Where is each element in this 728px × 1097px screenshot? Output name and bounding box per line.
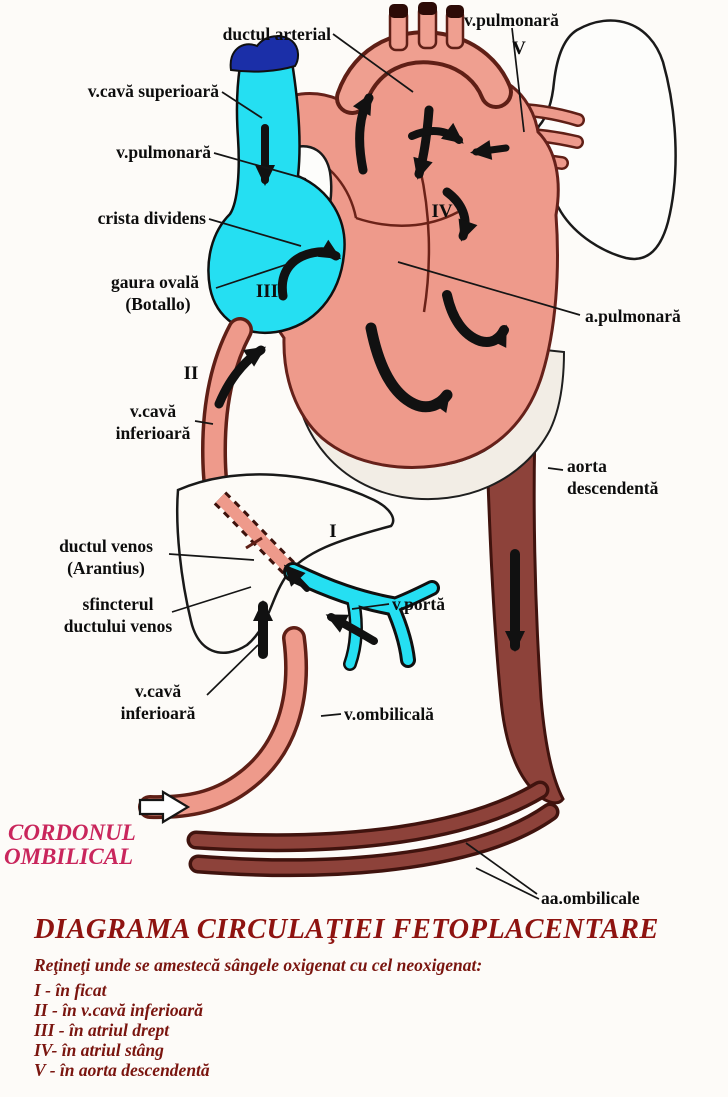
mixing-point-numerals: V IV III II I	[184, 38, 527, 542]
flow-arrow-arch-down	[413, 105, 434, 180]
flow-arrow-pulmonary-vein	[470, 140, 510, 160]
label-v-ombilicala: v.ombilicală	[344, 704, 434, 724]
label-v-cava-inf-lower-1: v.cavă	[135, 681, 181, 701]
umbilical-vein	[138, 626, 308, 820]
flow-arrows	[214, 92, 525, 659]
flow-arrow-ascending-aorta	[352, 92, 374, 175]
diagram-title: DIAGRAMA CIRCULAŢIEI FETOPLACENTARE	[34, 914, 659, 945]
flow-arrow-right-atrium	[442, 187, 478, 242]
label-v-pulmonara-left: v.pulmonară	[116, 142, 211, 162]
label-ductul-venos-1: ductul venos	[59, 536, 153, 556]
legend-item-4: IV- în atriul stâng	[34, 1040, 164, 1060]
label-v-cava-inf-upper-2: inferioară	[116, 423, 191, 443]
label-a-pulmonara: a.pulmonară	[585, 306, 681, 326]
vena-cava-inferioara-vessel	[200, 317, 253, 507]
anatomy-labels: ductul arterial v.pulmonară v.cavă super…	[4, 10, 681, 908]
flow-arrow-portal	[325, 613, 378, 645]
label-sfincter-2: ductului venos	[64, 616, 173, 636]
cord-flow-arrow	[138, 790, 191, 824]
label-cordonul-line2: OMBILICAL	[4, 844, 133, 869]
label-aorta-2: descendentă	[567, 478, 659, 498]
legend-intro: Reţineţi unde se amestecă sângele oxigen…	[34, 955, 483, 975]
aortic-arch	[335, 2, 513, 115]
flow-arrow-foramen-ovale	[277, 239, 342, 301]
ductus-venosus	[213, 491, 300, 579]
leader-lines	[168, 27, 581, 900]
legend-item-3: III - în atriul drept	[34, 1020, 170, 1040]
numeral-v: V	[512, 38, 526, 59]
label-v-pulmonara-top: v.pulmonară	[464, 10, 559, 30]
flow-arrow-ivc	[214, 345, 266, 409]
flow-arrow-ductus-arterial	[408, 122, 464, 144]
label-v-porta: v.portă	[392, 594, 445, 614]
legend-item-2: II - în v.cavă inferioară	[34, 1000, 203, 1020]
flow-arrow-ductus-venosus	[283, 564, 310, 592]
legend-list: I - în ficat II - în v.cavă inferioară I…	[34, 980, 720, 1080]
label-v-cava-inf-upper-1: v.cavă	[130, 401, 176, 421]
caption-block: DIAGRAMA CIRCULAŢIEI FETOPLACENTARE Reţi…	[34, 914, 720, 1080]
numeral-ii: II	[184, 363, 199, 384]
label-sfincter-1: sfincterul	[83, 594, 154, 614]
label-aa-ombilicale: aa.ombilicale	[541, 888, 640, 908]
numeral-i: I	[329, 521, 336, 542]
label-botallo: (Botallo)	[125, 294, 190, 314]
label-aorta-1: aorta	[567, 456, 607, 476]
label-ductul-venos-2: (Arantius)	[67, 558, 145, 578]
legend-item-5: V - în aorta descendentă	[34, 1060, 210, 1080]
label-cordonul-line1: CORDONUL	[8, 820, 136, 845]
label-v-cava-inf-lower-2: inferioară	[121, 703, 196, 723]
numeral-iii: III	[256, 281, 278, 302]
label-crista-dividens: crista dividens	[98, 208, 207, 228]
flow-arrow-right-ventricle	[442, 290, 509, 348]
brachiocephalic-veins	[229, 35, 299, 73]
flow-arrow-left-ventricle	[365, 322, 453, 414]
label-ductul-arterial: ductul arterial	[223, 24, 332, 44]
legend-item-1: I - în ficat	[34, 980, 107, 1000]
label-v-cava-superioara: v.cavă superioară	[88, 81, 219, 101]
umbilical-arteries	[186, 780, 560, 878]
numeral-iv: IV	[431, 201, 452, 222]
vena-porta-vessel	[283, 562, 440, 671]
label-gaura-ovala: gaura ovală	[111, 272, 199, 292]
